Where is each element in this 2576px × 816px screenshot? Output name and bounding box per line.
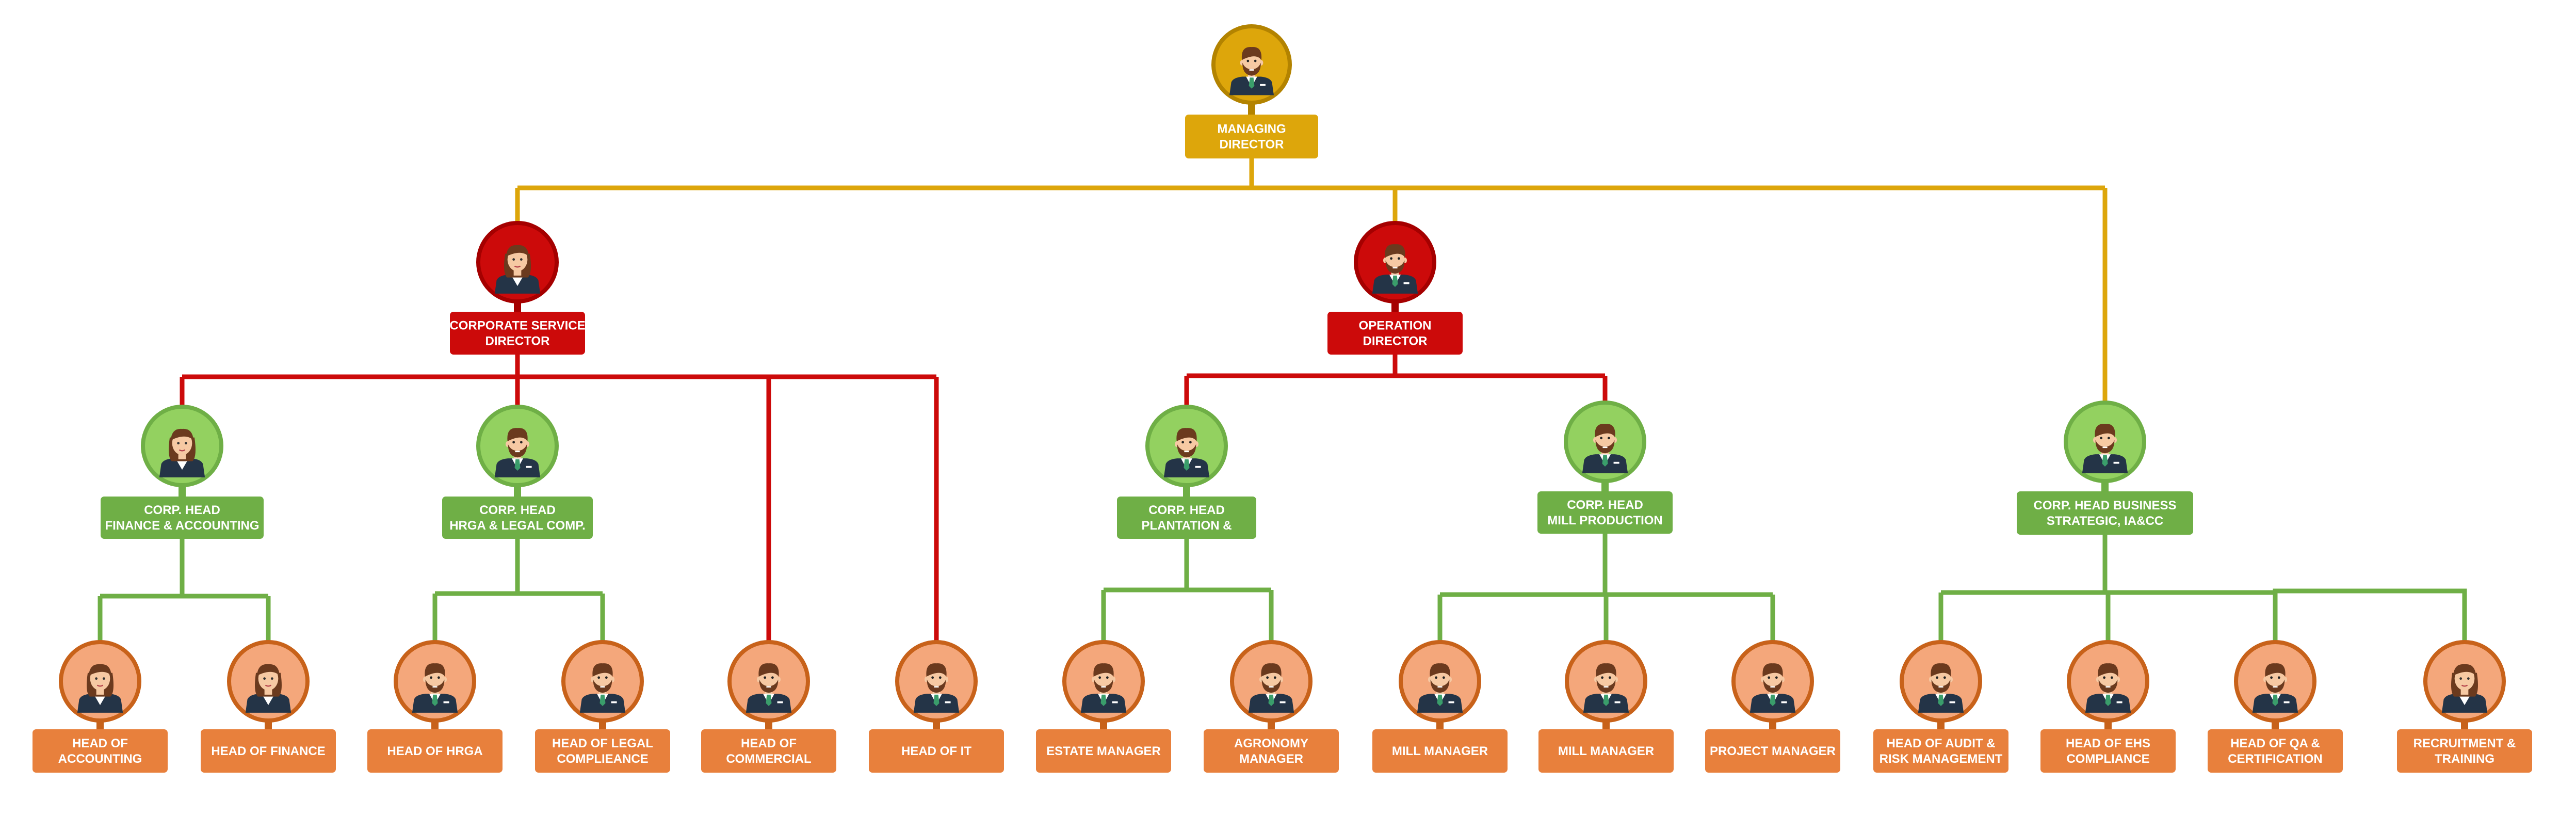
man-bearded-icon: [1372, 244, 1418, 294]
man-bearded-icon: [913, 663, 960, 713]
man-bearded-icon: [2085, 663, 2131, 713]
title-box: [1873, 729, 2008, 773]
man-bearded-icon: [746, 663, 792, 713]
connector-strategic-to-staff-14: [2273, 588, 2467, 642]
node-label: HEAD OF FINANCE: [211, 744, 325, 758]
man-bearded-icon: [1163, 428, 1210, 477]
title-box: [450, 312, 585, 355]
man-bearded-icon: [1583, 663, 1629, 713]
node-label: PROJECT MANAGER: [1710, 744, 1836, 758]
node-staff-1: HEAD OF FINANCE: [201, 640, 336, 773]
man-bearded-icon: [1417, 663, 1463, 713]
node-staff-9: MILL MANAGER: [1538, 640, 1674, 773]
title-box: [2040, 729, 2176, 773]
title-box: [869, 729, 1004, 773]
title-box: [701, 729, 836, 773]
title-box: [1204, 729, 1339, 773]
connector-lines: [98, 158, 2467, 642]
man-bearded-icon: [1248, 663, 1294, 713]
node-label: RECRUITMENT &TRAINING: [2413, 737, 2516, 766]
node-label: HEAD OF IT: [901, 744, 971, 758]
title-box: [442, 497, 593, 539]
node-staff-5: HEAD OF IT: [869, 640, 1004, 773]
title-box: [101, 497, 264, 539]
man-bearded-icon: [1080, 663, 1127, 713]
node-label: HEAD OF QA &CERTIFICATION: [2228, 737, 2323, 766]
man-bearded-icon: [2082, 424, 2128, 473]
node-staff-8: MILL MANAGER: [1372, 640, 1508, 773]
node-label: HEAD OF AUDIT &RISK MANAGEMENT: [1880, 737, 2003, 766]
title-box: [1538, 729, 1674, 773]
node-label: MILL MANAGER: [1392, 744, 1488, 758]
title-box: [1185, 115, 1318, 158]
title-box: [1036, 729, 1171, 773]
title-box: [1705, 729, 1840, 773]
woman-icon: [2441, 664, 2488, 713]
title-box: [2208, 729, 2343, 773]
node-staff-6: ESTATE MANAGER: [1036, 640, 1171, 773]
woman-icon: [494, 245, 541, 294]
woman-icon: [245, 664, 291, 713]
node-staff-2: HEAD OF HRGA: [367, 640, 503, 773]
node-label: HEAD OF HRGA: [387, 744, 482, 758]
title-box: [1372, 729, 1508, 773]
man-bearded-icon: [1918, 663, 1964, 713]
node-label: ESTATE MANAGER: [1046, 744, 1161, 758]
title-box: [367, 729, 503, 773]
man-bearded-icon: [494, 428, 541, 477]
woman-icon: [77, 664, 123, 713]
node-staff-11: HEAD OF AUDIT &RISK MANAGEMENT: [1873, 640, 2008, 773]
man-bearded-icon: [1749, 663, 1796, 713]
man-bearded-icon: [579, 663, 626, 713]
title-box: [535, 729, 670, 773]
man-bearded-icon: [1582, 424, 1628, 473]
title-box: [2397, 729, 2532, 773]
node-label: MILL MANAGER: [1558, 744, 1654, 758]
node-staff-14: RECRUITMENT &TRAINING: [2397, 640, 2532, 773]
woman-icon: [159, 428, 205, 477]
node-staff-13: HEAD OF QA &CERTIFICATION: [2208, 640, 2343, 773]
title-box: [1537, 491, 1673, 534]
title-box: [2017, 491, 2193, 535]
title-box: [1117, 497, 1256, 539]
man-bearded-icon: [2252, 663, 2298, 713]
title-box: [1327, 312, 1463, 355]
title-box: [33, 729, 168, 773]
man-bearded-icon: [412, 663, 458, 713]
node-staff-10: PROJECT MANAGER: [1705, 640, 1840, 773]
title-box: [201, 729, 336, 773]
man-bearded-icon: [1229, 47, 1274, 95]
